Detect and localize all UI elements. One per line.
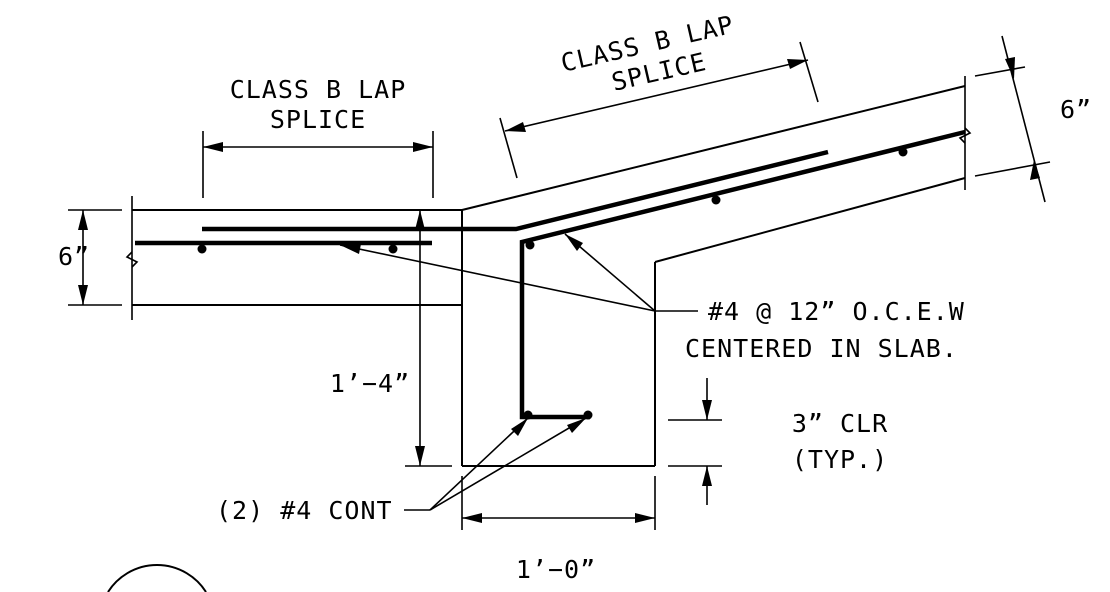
reinforcement xyxy=(135,129,966,420)
clear-cover-label-line1: 3” CLR xyxy=(792,409,888,438)
slab-thickness-left-label: 6” xyxy=(58,242,90,271)
clear-cover-label-line2: (TYP.) xyxy=(792,445,888,474)
beam-width-label: 1’−0” xyxy=(516,555,596,584)
extension-line xyxy=(799,41,819,103)
arrowhead xyxy=(415,446,425,466)
beam-depth-label: 1’−4” xyxy=(330,369,410,398)
rebar-dot xyxy=(711,195,721,205)
arrowhead xyxy=(565,234,583,251)
arrowhead xyxy=(505,122,526,132)
sloped-slab-bottom-edge xyxy=(654,177,966,263)
rebar-dot xyxy=(525,240,535,250)
beam-stirrup-bar xyxy=(519,129,966,420)
arrowhead xyxy=(78,210,88,230)
slab-thickness-right-label: 6” xyxy=(1060,95,1092,124)
right-break-mark xyxy=(958,127,972,144)
sloped-slab-top-edge xyxy=(461,85,966,211)
arrowhead xyxy=(415,210,425,230)
leader-rebar-spec xyxy=(339,233,698,312)
dimension-beam-width xyxy=(461,476,656,530)
rebar-spec-label-line1: #4 @ 12” O.C.E.W xyxy=(708,297,965,326)
arrowhead xyxy=(203,142,223,152)
arrowhead xyxy=(511,418,528,436)
dimension-left-lap-splice xyxy=(202,131,434,198)
lap-splice-left-label-line2: SPLICE xyxy=(270,105,366,134)
arrowhead xyxy=(78,285,88,305)
rebar-dot xyxy=(583,410,593,420)
dimension-right-lap-splice xyxy=(499,41,819,179)
detail-tag-circle xyxy=(107,564,207,592)
leader-cont-bars xyxy=(404,417,587,511)
leader-line xyxy=(429,417,587,511)
rebar-dot xyxy=(523,410,533,420)
arrowhead xyxy=(787,59,808,69)
dimension-left-slab-thickness xyxy=(68,209,122,306)
arrowhead xyxy=(635,513,655,523)
dimension-clear-cover xyxy=(668,378,722,505)
rebar-dot xyxy=(197,244,207,254)
dimension-line xyxy=(504,59,809,132)
extension-line xyxy=(974,66,1026,77)
arrowhead xyxy=(340,244,361,254)
arrowhead xyxy=(462,513,482,523)
rebar-dot xyxy=(388,244,398,254)
rebar-dot xyxy=(898,147,908,157)
dimension-beam-depth xyxy=(405,210,452,467)
leader-line xyxy=(339,244,656,312)
cont-bars-label: (2) #4 CONT xyxy=(216,496,393,525)
arrowhead xyxy=(1005,57,1015,79)
extension-line xyxy=(974,161,1051,177)
arrowhead xyxy=(702,400,712,420)
arrowhead xyxy=(702,466,712,486)
leader-line xyxy=(429,417,529,511)
arrowhead xyxy=(413,142,433,152)
arrowhead xyxy=(1030,160,1040,180)
lap-splice-bar xyxy=(202,149,829,232)
rebar-spec-label-line2: CENTERED IN SLAB. xyxy=(685,334,958,363)
concrete-outline xyxy=(125,76,972,467)
dimension-right-slab-thickness xyxy=(974,35,1051,203)
extension-line xyxy=(499,117,518,179)
lap-splice-left-label-line1: CLASS B LAP xyxy=(230,75,407,104)
lap-splice-right-label: CLASS B LAP SPLICE xyxy=(558,10,737,97)
left-break-mark xyxy=(125,251,139,268)
arrowhead xyxy=(567,418,586,433)
